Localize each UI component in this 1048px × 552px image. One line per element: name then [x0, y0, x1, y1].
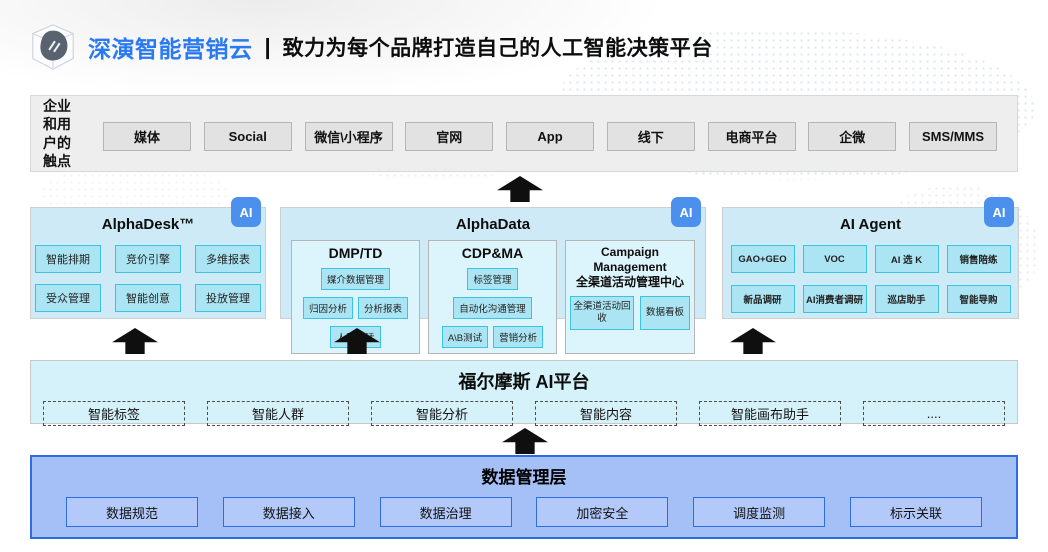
platform-capability: 智能标签	[43, 401, 185, 426]
dmp-td-title: DMP/TD	[328, 245, 383, 261]
capability-box: 标签管理	[467, 268, 518, 290]
data-capability: 数据接入	[222, 497, 355, 527]
touchpoint-app: App	[506, 122, 594, 151]
touchpoint-wecom: 企微	[808, 122, 897, 151]
ai-agent-title: AI Agent	[839, 216, 902, 233]
capability-box: GAO+GEO	[730, 245, 795, 273]
touchpoint-wechat-miniprogram: 微信\小程序	[304, 122, 393, 151]
ai-badge: AI	[231, 197, 261, 227]
ai-badge: AI	[671, 197, 701, 227]
capability-box: 归因分析	[302, 297, 353, 319]
arrow-up-icon	[502, 428, 548, 454]
title-divider: |	[264, 34, 271, 59]
capability-box: 智能导购	[946, 285, 1011, 313]
capability-box: VOC	[802, 245, 867, 273]
header: 深演智能营销云 | 致力为每个品牌打造自己的人工智能决策平台	[28, 22, 713, 72]
data-capability: 数据规范	[66, 497, 198, 527]
campaign-title-en: Campaign Management	[593, 245, 667, 274]
touchpoint-media: 媒体	[103, 122, 191, 151]
platform-capability-more: ....	[863, 401, 1005, 426]
ai-platform-band: 福尔摩斯 AI平台 智能标签 智能人群 智能分析 智能内容 智能画布助手 ...…	[30, 360, 1018, 426]
capability-box: A\B测试	[441, 326, 489, 348]
touchpoints-row: 企业 和用 户的 触点 媒体 Social 微信\小程序 官网 App 线下 电…	[30, 95, 1018, 172]
touchpoint-social: Social	[203, 122, 292, 151]
alphadesk-items: 智能排期 竞价引擎 多维报表 受众管理 智能创意 投放管理	[31, 245, 265, 312]
capability-box: 销售陪练	[946, 245, 1011, 273]
capability-box: 竞价引擎	[115, 245, 181, 273]
page-title: 致力为每个品牌打造自己的人工智能决策平台	[282, 37, 713, 60]
capability-box: 投放管理	[195, 284, 261, 312]
alphadesk-title: AlphaDesk™	[101, 216, 195, 233]
ai-agent-panel: AI AI Agent GAO+GEO VOC AI 选 K 销售陪练 新品调研…	[722, 197, 1019, 319]
cdp-ma-title: CDP&MA	[461, 245, 524, 261]
ai-agent-items: GAO+GEO VOC AI 选 K 销售陪练 新品调研 AI消费者调研 巡店助…	[723, 245, 1018, 313]
platform-capability: 智能人群	[207, 401, 349, 426]
capability-box: 巡店助手	[874, 285, 939, 313]
ai-platform-title: 福尔摩斯 AI平台	[458, 372, 590, 392]
capability-box: AI消费者调研	[802, 285, 867, 313]
capability-box: 多维报表	[195, 245, 261, 273]
capability-box: 媒介数据管理	[320, 268, 390, 290]
data-management-layer: 数据管理层 数据规范 数据接入 数据治理 加密安全 调度监测 标示关联	[30, 455, 1018, 539]
data-capability: 数据治理	[379, 497, 512, 527]
data-layer-title: 数据管理层	[481, 468, 567, 487]
capability-box: 受众管理	[35, 284, 101, 312]
campaign-title-zh: 全渠道活动管理中心	[575, 275, 684, 289]
data-capability: 调度监测	[693, 497, 826, 527]
capability-box: 全渠道活动回收	[570, 296, 634, 330]
capability-box: 分析报表	[358, 297, 409, 319]
touchpoint-website: 官网	[405, 122, 494, 151]
capability-box: 数据看板	[640, 296, 690, 330]
touchpoints-label: 企业 和用 户的 触点	[43, 97, 71, 169]
campaign-management-section: Campaign Management 全渠道活动管理中心 全渠道活动回收 数据…	[565, 240, 695, 354]
data-capability: 标示关联	[849, 497, 982, 527]
ai-platform-items: 智能标签 智能人群 智能分析 智能内容 智能画布助手 ....	[31, 401, 1017, 426]
touchpoint-offline: 线下	[606, 122, 695, 151]
platform-capability: 智能内容	[535, 401, 677, 426]
touchpoint-sms-mms: SMS/MMS	[909, 122, 997, 151]
capability-box: 智能创意	[115, 284, 181, 312]
capability-box: 智能排期	[35, 245, 101, 273]
brand-logo-icon	[28, 22, 78, 72]
arrow-up-icon	[112, 328, 158, 354]
ai-badge: AI	[984, 197, 1014, 227]
data-layer-items: 数据规范 数据接入 数据治理 加密安全 调度监测 标示关联	[32, 497, 1016, 527]
alphadesk-panel: AI AlphaDesk™ 智能排期 竞价引擎 多维报表 受众管理 智能创意 投…	[30, 197, 266, 319]
capability-box: AI 选 K	[874, 245, 939, 273]
touchpoints-items: 媒体 Social 微信\小程序 官网 App 线下 电商平台 企微 SMS/M…	[91, 122, 1017, 151]
arrow-up-icon	[497, 176, 543, 202]
data-capability: 加密安全	[536, 497, 669, 527]
alphadata-title: AlphaData	[455, 216, 531, 233]
brand-name: 深演智能营销云	[88, 36, 253, 62]
platform-capability: 智能画布助手	[699, 401, 841, 426]
platform-capability: 智能分析	[371, 401, 513, 426]
capability-box: 营销分析	[493, 326, 544, 348]
alphadata-panel: AI AlphaData DMP/TD 媒介数据管理 归因分析 分析报表 人群激…	[280, 197, 706, 354]
touchpoint-ecommerce: 电商平台	[707, 122, 796, 151]
capability-box: 新品调研	[730, 285, 795, 313]
capability-box: 自动化沟通管理	[453, 297, 532, 319]
arrow-up-icon	[730, 328, 776, 354]
cdp-ma-section: CDP&MA 标签管理 自动化沟通管理 A\B测试 营销分析	[428, 240, 557, 354]
